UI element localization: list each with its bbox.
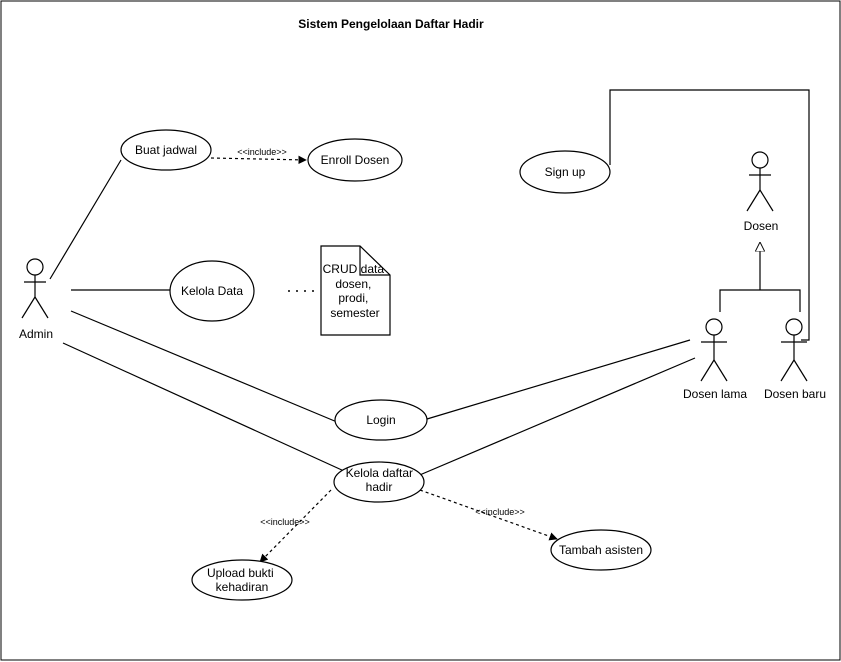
use-case-label: Tambah asisten [559,543,643,557]
include-label-2: <<include>> [260,517,310,527]
use-case-login[interactable]: Login [334,399,428,441]
include-hadir-tambah [419,489,558,541]
include-hadir-upload [259,489,332,563]
note-crud-data[interactable]: CRUD data dosen, prodi, semester [320,245,391,336]
include-label-3: <<include>> [475,507,525,517]
actor-dosen-lama[interactable] [700,318,728,382]
actor-dosen-baru[interactable] [780,318,808,382]
use-case-buat-jadwal[interactable]: Buat jadwal [120,129,212,171]
use-case-enroll-dosen[interactable]: Enroll Dosen [307,138,403,182]
actor-dosen-lama-label: Dosen lama [683,387,747,401]
assoc-admin-buat-jadwal [49,159,122,280]
diagram-title: Sistem Pengelolaan Daftar Hadir [298,17,484,31]
actor-dosen[interactable] [746,151,774,212]
assoc-admin-login [70,310,338,423]
include-label-1: <<include>> [237,147,287,157]
use-case-label: Kelola Data [181,284,243,298]
use-case-label: Login [366,413,395,427]
use-case-sign-up[interactable]: Sign up [519,150,611,194]
assoc-signup-dosen-baru [609,89,810,341]
use-case-label: Sign up [545,165,586,179]
use-case-kelola-data[interactable]: Kelola Data [169,260,255,322]
use-case-label: Buat jadwal [135,143,197,157]
use-case-tambah-asisten[interactable]: Tambah asisten [550,529,652,571]
actor-admin-label: Admin [19,327,53,341]
assoc-kelola-hadir-dosen-lama [414,357,696,478]
use-case-label: Enroll Dosen [321,153,390,167]
use-case-label: Kelola daftar hadir [346,466,417,494]
use-case-upload-bukti[interactable]: Upload bukti kehadiran [191,559,293,601]
use-case-label: Upload bukti kehadiran [207,566,277,594]
actor-dosen-label: Dosen [744,219,779,233]
use-case-kelola-daftar-hadir[interactable]: Kelola daftar hadir [333,461,425,503]
actor-admin[interactable] [21,258,49,319]
include-buat-enroll [210,155,307,165]
note-text: CRUD data dosen, prodi, semester [323,262,388,320]
actor-dosen-baru-label: Dosen baru [764,387,826,401]
assoc-admin-kelola-hadir [62,342,345,472]
assoc-login-dosen-lama [426,339,691,420]
